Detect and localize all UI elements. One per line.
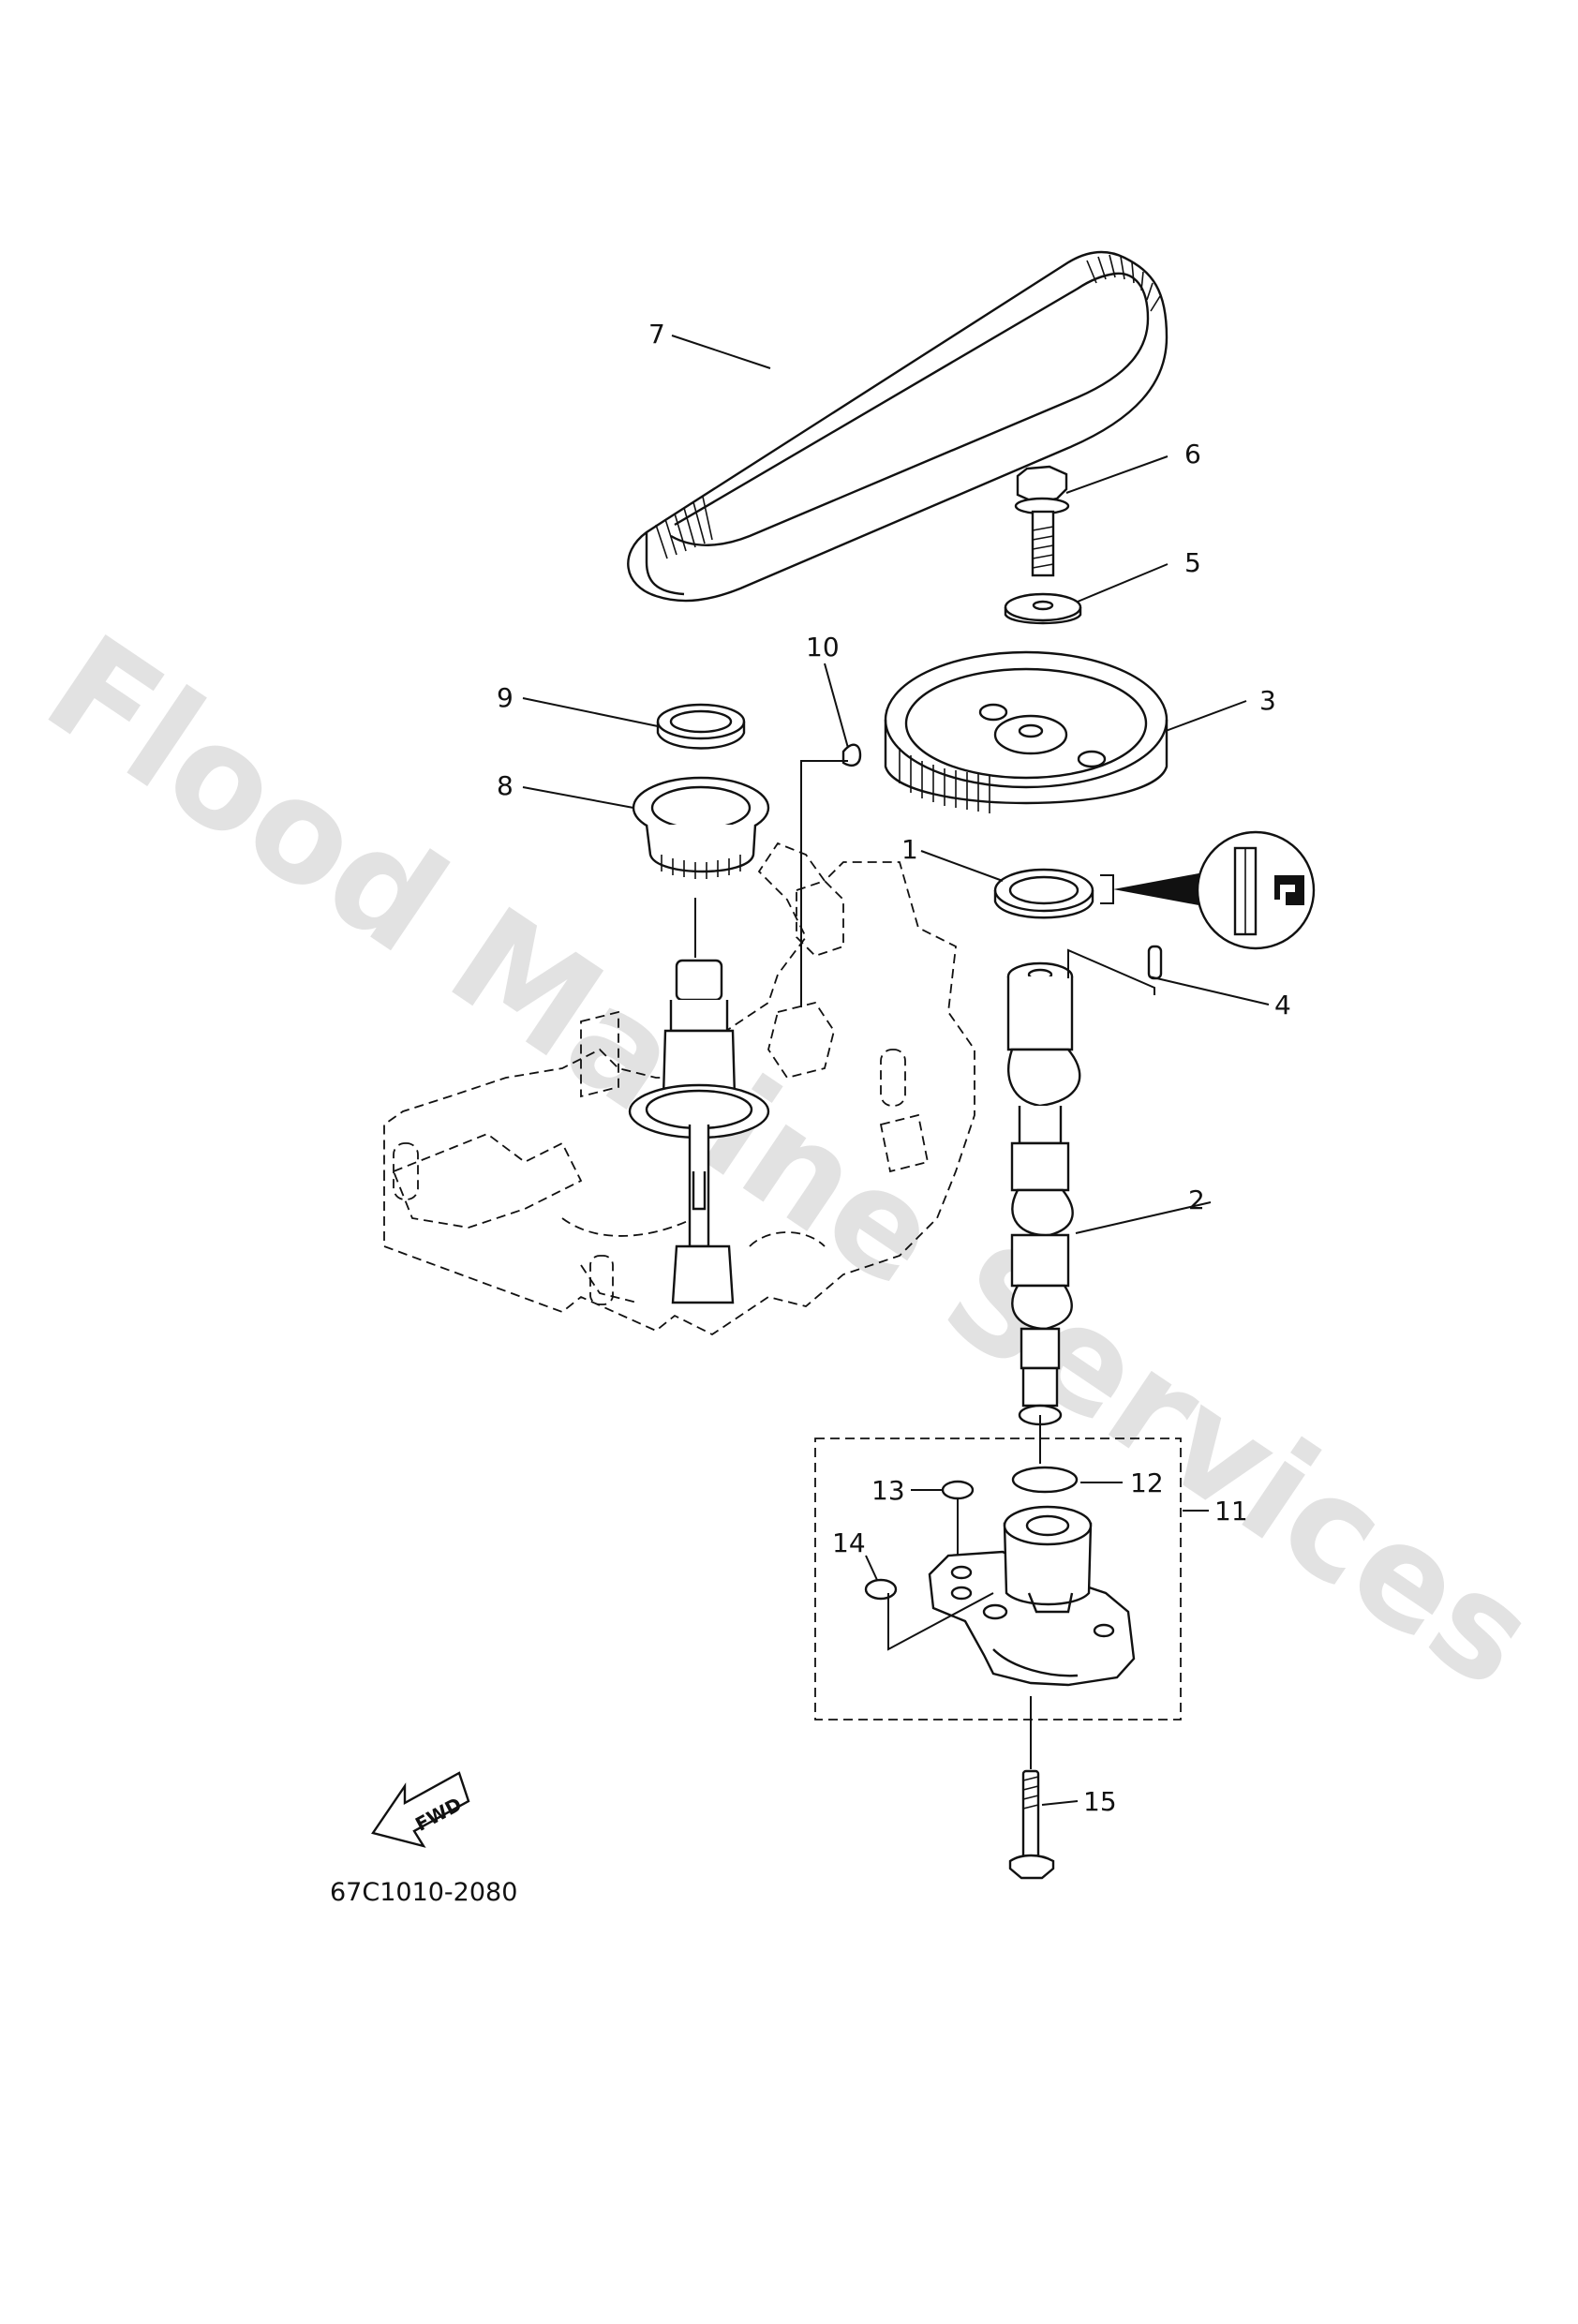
callout-8: 8 xyxy=(497,770,514,801)
callout-3: 3 xyxy=(1259,685,1276,716)
cylinder-block-outline xyxy=(383,842,975,1336)
oil-seal-1 xyxy=(993,868,1209,919)
callout-11: 11 xyxy=(1214,1496,1248,1527)
callout-1: 1 xyxy=(901,834,918,865)
diagram-code: 67C1010-2080 xyxy=(330,1878,517,1907)
callout-12: 12 xyxy=(1130,1467,1164,1498)
fwd-arrow-icon: FWD xyxy=(371,1771,470,1848)
seal-detail-inset xyxy=(1196,830,1316,950)
leader-lines xyxy=(522,335,1270,1806)
washer-5 xyxy=(1004,592,1082,625)
callout-labels: 7 6 5 10 3 9 8 1 4 2 13 12 11 14 15 xyxy=(497,319,1291,1817)
oil-pump-assembly-box-11 xyxy=(814,1438,1182,1721)
callout-7: 7 xyxy=(648,319,665,350)
callout-2: 2 xyxy=(1188,1184,1205,1215)
camshaft-pulley-3 xyxy=(884,650,1169,813)
callout-10: 10 xyxy=(806,632,840,663)
bolt-15 xyxy=(1008,1769,1055,1880)
woodruff-key-10 xyxy=(841,743,862,767)
crankshaft-outline xyxy=(628,959,770,1304)
callout-9: 9 xyxy=(497,682,514,713)
oil-pump-body xyxy=(928,1505,1136,1687)
bolt-6 xyxy=(1014,465,1070,577)
callout-5: 5 xyxy=(1184,547,1201,578)
o-ring-14 xyxy=(864,1578,898,1601)
bushing-9 xyxy=(656,703,746,750)
dowel-pin-4 xyxy=(1147,945,1163,980)
bearing-8 xyxy=(632,776,770,879)
callout-15: 15 xyxy=(1083,1786,1117,1817)
callout-6: 6 xyxy=(1184,439,1201,469)
callout-13: 13 xyxy=(871,1475,905,1506)
watermark: Flood Marine Services xyxy=(19,605,1562,1720)
callout-4: 4 xyxy=(1274,990,1291,1020)
o-ring-12 xyxy=(1011,1466,1079,1494)
callout-14: 14 xyxy=(832,1527,866,1558)
timing-belt-7 xyxy=(627,250,1169,603)
o-ring-13 xyxy=(941,1480,975,1500)
